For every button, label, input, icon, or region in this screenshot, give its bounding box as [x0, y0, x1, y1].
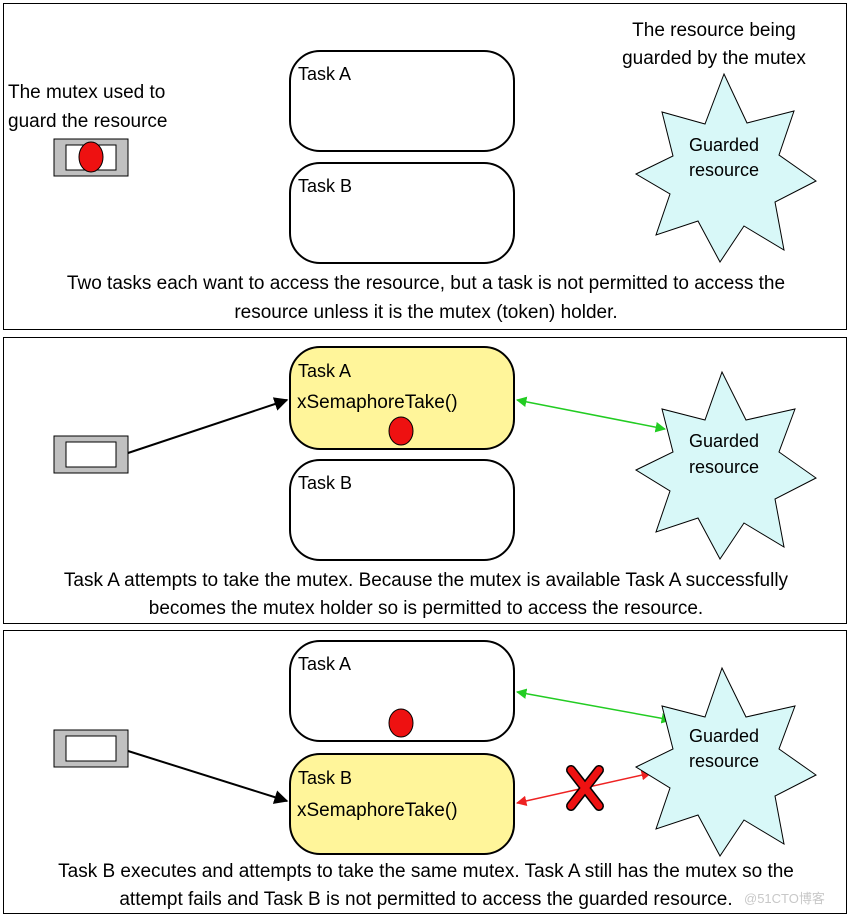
- task-b-box-active: [289, 753, 515, 855]
- panel1-caption-line2: resource unless it is the mutex (token) …: [234, 302, 617, 323]
- guarded-resource-star: [634, 72, 817, 263]
- panel2-caption-line2: becomes the mutex holder so is permitted…: [149, 598, 703, 619]
- guarded-resource-line1: Guarded: [689, 726, 759, 746]
- panel3-caption-line2: attempt fails and Task B is not permitte…: [119, 889, 732, 910]
- mutex-holder-box: [53, 435, 129, 474]
- guarded-resource-line1: Guarded: [689, 431, 759, 451]
- denied-cross-icon: [566, 765, 604, 811]
- mutex-token: [78, 141, 104, 173]
- guarded-resource-star: [634, 370, 817, 560]
- task-b-label: Task B: [298, 176, 352, 196]
- task-b-label: Task B: [298, 473, 352, 493]
- task-b-box: [289, 459, 515, 561]
- task-a-semaphore-take: xSemaphoreTake(): [297, 392, 458, 413]
- mutex-holder-box: [53, 729, 129, 768]
- guarded-resource-line2: resource: [689, 457, 759, 477]
- task-a-box: [289, 640, 515, 742]
- take-arrow: [127, 397, 289, 454]
- task-a-label: Task A: [298, 361, 351, 381]
- task-a-box: [289, 50, 515, 152]
- mutex-note-line2: guard the resource: [8, 111, 168, 132]
- panel2-caption-line1: Task A attempts to take the mutex. Becau…: [64, 570, 789, 591]
- guarded-resource-line1: Guarded: [689, 135, 759, 155]
- mutex-note-line1: The mutex used to: [8, 82, 165, 103]
- guarded-resource-line2: resource: [689, 751, 759, 771]
- panel1-caption-line1: Two tasks each want to access the resour…: [67, 273, 785, 294]
- watermark: @51CTO博客: [744, 891, 825, 906]
- access-link-allowed: [515, 396, 667, 433]
- take-arrow: [127, 750, 289, 804]
- task-b-box: [289, 162, 515, 264]
- access-link-allowed: [515, 688, 673, 724]
- mutex-token: [388, 708, 414, 738]
- panel2-contents: Task A xSemaphoreTake() Task B Guarded r…: [53, 346, 817, 619]
- mutex-holder-box: [53, 138, 129, 177]
- task-a-label: Task A: [298, 654, 351, 674]
- task-b-label: Task B: [298, 768, 352, 788]
- task-a-box-active: [289, 346, 515, 450]
- task-b-semaphore-take: xSemaphoreTake(): [297, 800, 458, 821]
- resource-note-line1: The resource being: [632, 20, 796, 41]
- task-a-label: Task A: [298, 64, 351, 84]
- panel1-contents: The mutex used to guard the resource Tas…: [8, 20, 817, 323]
- resource-note-line2: guarded by the mutex: [622, 48, 806, 69]
- guarded-resource-line2: resource: [689, 160, 759, 180]
- mutex-token: [388, 416, 414, 446]
- guarded-resource-star: [634, 666, 817, 857]
- panel3-caption-line1: Task B executes and attempts to take the…: [58, 861, 794, 882]
- panel3-contents: Task A Task B xSemaphoreTake() Guarded r…: [53, 640, 817, 910]
